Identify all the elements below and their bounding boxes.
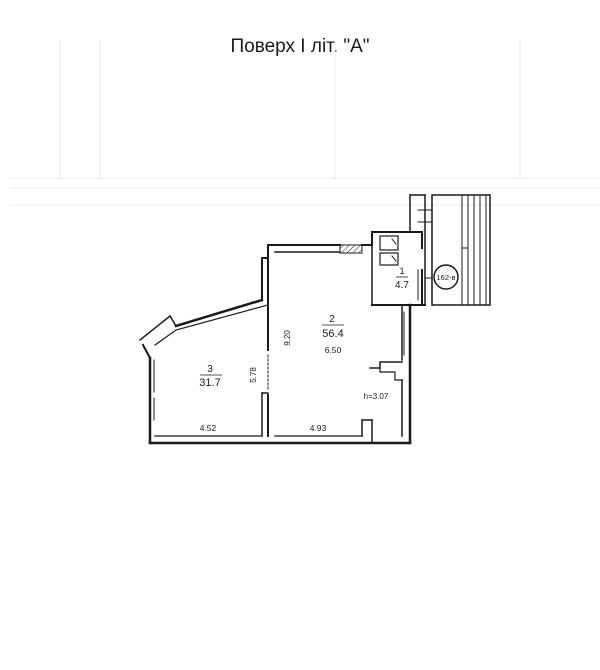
stair-label: 162-в <box>437 273 456 282</box>
stair-marker <box>433 264 459 290</box>
walls <box>138 194 491 445</box>
room-1-number: 1 <box>399 266 404 276</box>
dim-bottom-left: 4.52 <box>200 423 217 433</box>
dim-room3-length: 5.78 <box>249 367 258 383</box>
room-3-area: 31.7 <box>199 377 220 389</box>
dim-room2-length: 9.20 <box>283 330 292 346</box>
dim-bottom-right: 4.93 <box>310 423 327 433</box>
ghost-background <box>10 40 600 206</box>
room-3-number: 3 <box>207 364 213 375</box>
dim-ceiling-height: h=3.07 <box>364 392 389 401</box>
room-2-number: 2 <box>329 314 335 325</box>
room-2-area: 56.4 <box>322 328 343 340</box>
dim-room2-width: 6.50 <box>325 345 342 355</box>
room-1-area: 4.7 <box>395 280 409 291</box>
